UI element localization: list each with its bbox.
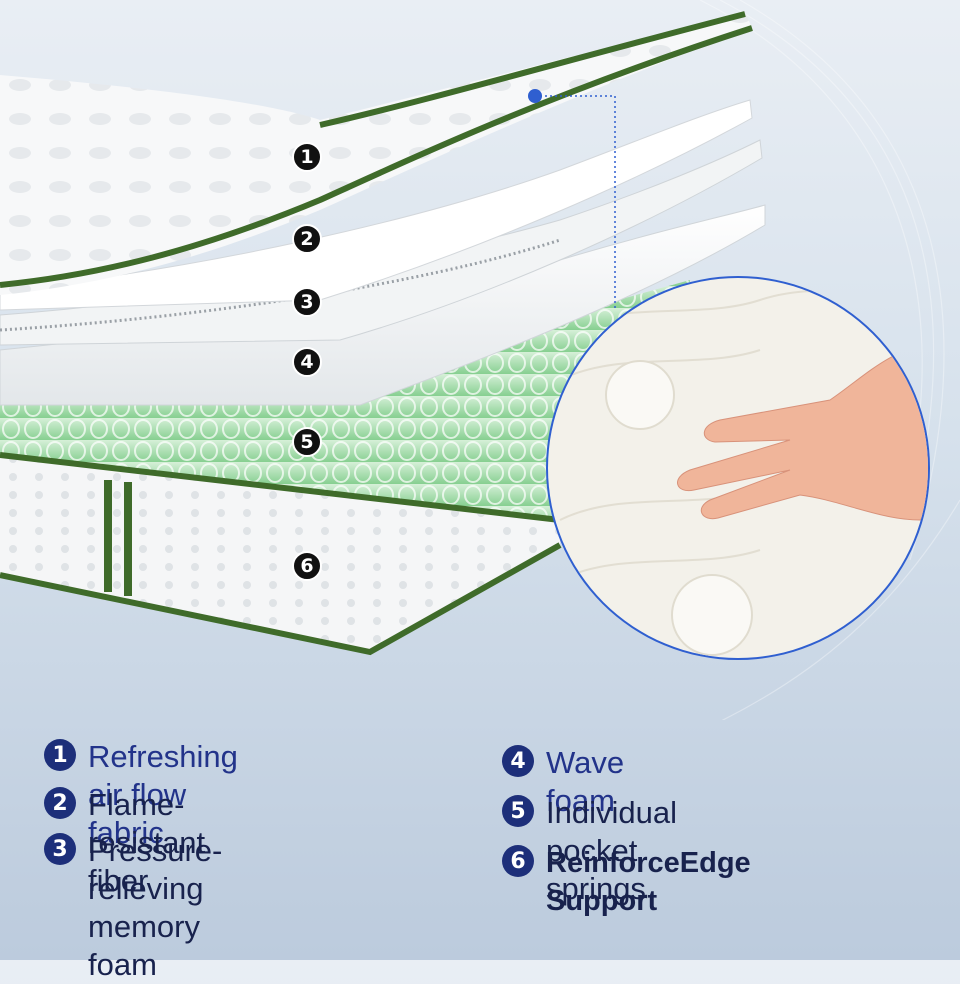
legend-label-1: Refreshing air flow fabric [88, 739, 238, 850]
layer-marker-2: 2 [292, 224, 322, 254]
legend-number-6: 6 [502, 845, 534, 877]
legend-number-4: 4 [502, 745, 534, 777]
legend-item-4: 4 Wave foam [502, 744, 624, 820]
layer-marker-3: 3 [292, 287, 322, 317]
layer-1-fabric [0, 12, 752, 295]
legend-number-2: 2 [44, 787, 76, 819]
legend-label-4: Wave foam [546, 745, 625, 818]
layer-marker-1: 1 [292, 142, 322, 172]
mattress-layers-svg [0, 11, 930, 660]
mattress-illustration: 1 2 3 4 5 6 [0, 11, 930, 660]
legend-label-2: Flame-resistant fiber [88, 787, 206, 898]
legend-item-3: 3 Pressure-relieving memory foam [44, 832, 222, 984]
legend-number-3: 3 [44, 833, 76, 865]
layer-2-fiber [0, 99, 753, 311]
legend-number-1: 1 [44, 739, 76, 771]
legend-item-1: 1 Refreshing air flow fabric [44, 738, 238, 852]
layer-marker-6: 6 [292, 551, 322, 581]
legend-label-5: Individual pocket springs [546, 795, 677, 906]
hand-image [677, 348, 928, 521]
legend-label-6: ReinforceEdge Support [546, 847, 751, 917]
legend-number-5: 5 [502, 795, 534, 827]
callout-dot [528, 89, 542, 103]
layer-marker-4: 4 [292, 347, 322, 377]
layer-marker-5: 5 [292, 427, 322, 457]
legend-label-3: Pressure-relieving memory foam [88, 833, 223, 982]
legend-item-5: 5 Individual pocket springs [502, 794, 677, 908]
legend-item-2: 2 Flame-resistant fiber [44, 786, 205, 900]
legend-item-6: 6 ReinforceEdge Support [502, 844, 751, 920]
